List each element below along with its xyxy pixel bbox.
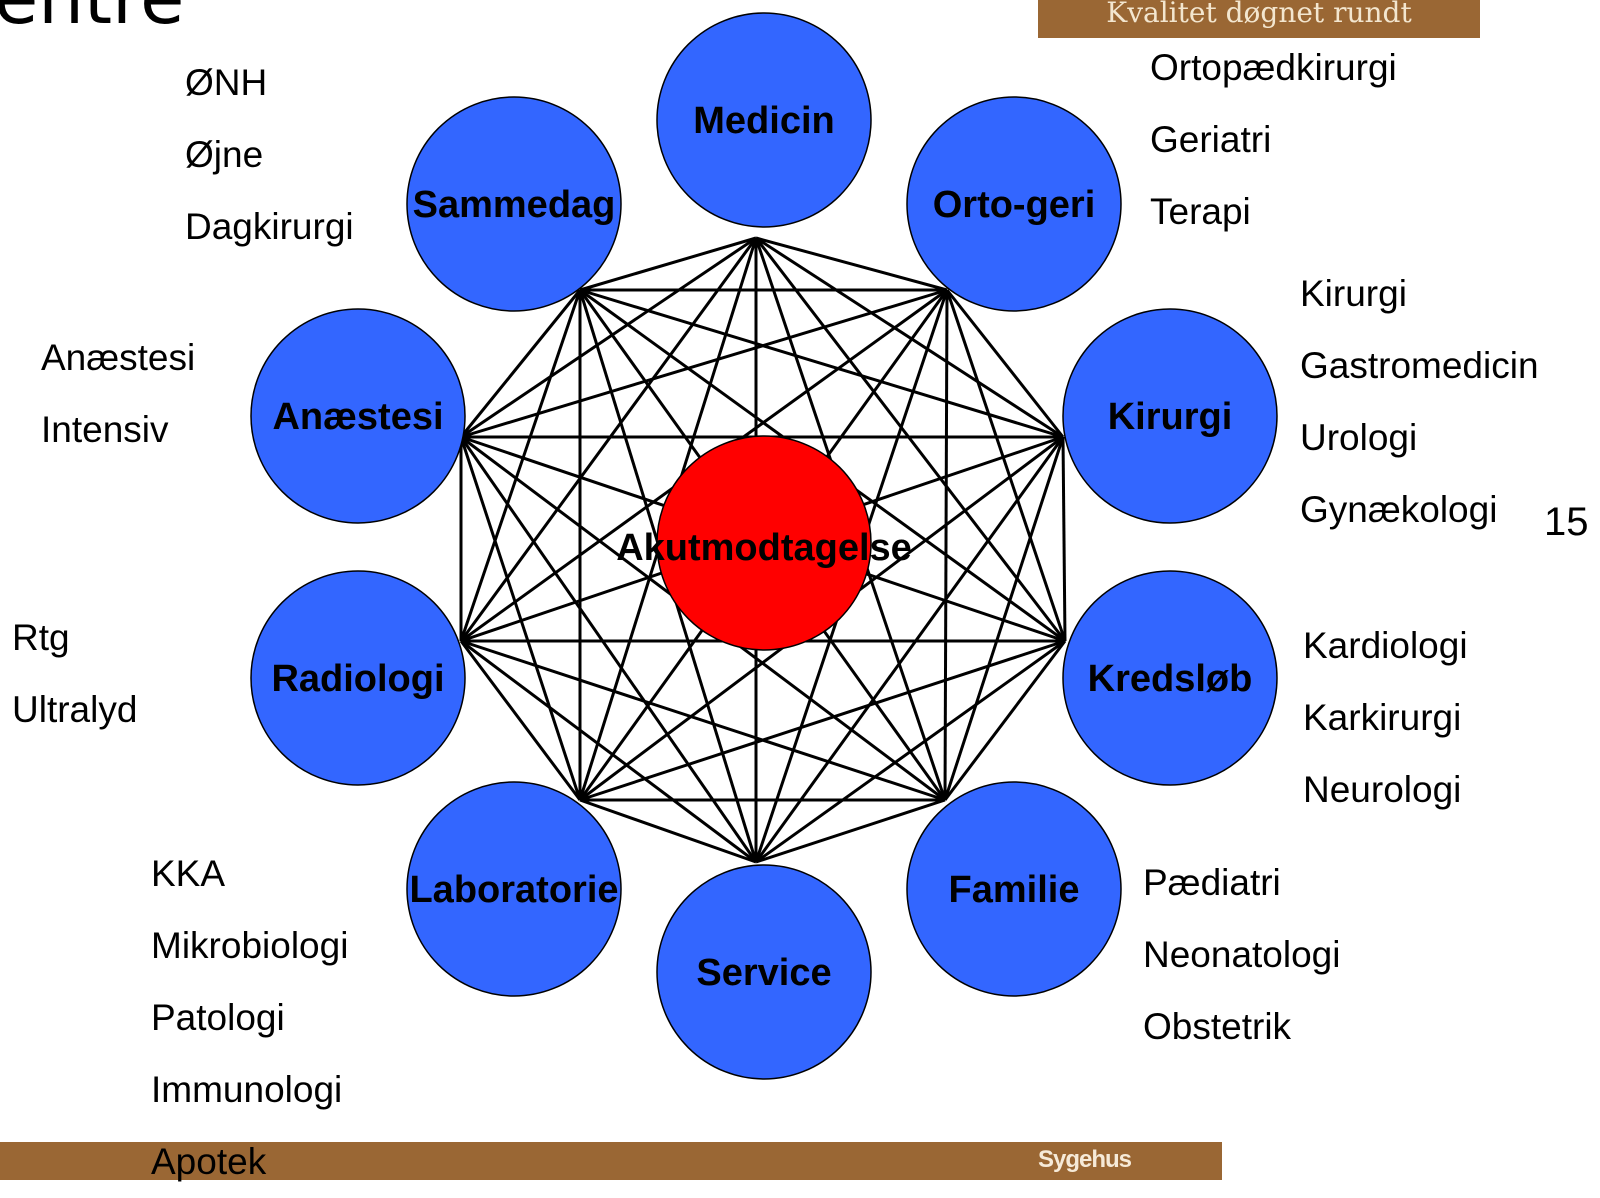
- subspecialty-item: Neonatologi: [1143, 934, 1341, 975]
- subspecialty-item: Immunologi: [151, 1069, 343, 1110]
- department-node-anaestesi: [250, 308, 466, 524]
- link-laboratorie-radiologi: [459, 640, 582, 801]
- link-medicin-radiologi: [459, 237, 758, 642]
- link-service-laboratorie: [579, 798, 757, 864]
- link-medicin-kredsloeb: [754, 237, 1067, 642]
- sublist-kirurgi: Kirurgi Gastromedicin Urologi Gynækologi: [1300, 258, 1539, 546]
- subspecialty-item: Dagkirurgi: [185, 206, 354, 247]
- department-label-familie: Familie: [949, 869, 1080, 911]
- subspecialty-item: Øjne: [185, 134, 264, 175]
- link-familie-service: [755, 798, 946, 864]
- department-label-medicin: Medicin: [693, 100, 834, 142]
- department-node-service: [656, 864, 872, 1080]
- sublist-sammedag: ØNH Øjne Dagkirurgi: [185, 47, 354, 263]
- sublist-anaestesi: Anæstesi Intensiv: [41, 322, 195, 466]
- link-medicin-kirurgi: [755, 236, 1064, 439]
- subspecialty-item: Gynækologi: [1300, 489, 1498, 530]
- subspecialty-item: Anæstesi: [41, 337, 196, 378]
- department-label-kirurgi: Kirurgi: [1108, 396, 1233, 438]
- link-medicin-anaestesi: [460, 236, 757, 439]
- subspecialty-item: Terapi: [1150, 191, 1251, 232]
- footer-logo: Sygehus: [1038, 1146, 1132, 1173]
- department-node-sammedag: [406, 96, 622, 312]
- subspecialty-item: Geriatri: [1150, 119, 1272, 160]
- subspecialty-item: Neurologi: [1303, 769, 1462, 810]
- footer-bar: [0, 1142, 1222, 1180]
- subspecialty-item: Kardiologi: [1303, 625, 1468, 666]
- department-node-radiologi: [250, 570, 466, 786]
- sublist-laboratorie: KKA Mikrobiologi Patologi Immunologi Apo…: [151, 838, 348, 1198]
- link-kirurgi-sammedag: [579, 288, 1064, 439]
- link-service-anaestesi: [459, 436, 758, 863]
- link-orto-geri-familie: [943, 289, 949, 801]
- link-familie-radiologi: [460, 639, 946, 802]
- subspecialty-item: Apotek: [151, 1141, 267, 1182]
- subspecialty-item: ØNH: [185, 62, 268, 103]
- sublist-kredsloeb: Kardiologi Karkirurgi Neurologi: [1303, 610, 1468, 826]
- sublist-orto-geri: Ortopædkirurgi Geriatri Terapi: [1150, 32, 1397, 248]
- tagline-banner: Kvalitet døgnet rundt: [1038, 0, 1480, 38]
- node-labels: Akutmodtagelse MedicinOrto-geriKirurgiKr…: [271, 100, 1252, 994]
- center-node-label: Akutmodtagelse: [616, 527, 912, 569]
- sublist-familie: Pædiatri Neonatologi Obstetrik: [1143, 847, 1340, 1063]
- department-node-medicin: [656, 12, 872, 228]
- slide-title: entre: [0, 0, 184, 34]
- subspecialty-item: Obstetrik: [1143, 1006, 1292, 1047]
- link-radiologi-sammedag: [459, 289, 582, 642]
- department-label-orto-geri: Orto-geri: [933, 184, 1096, 226]
- link-laboratorie-anaestesi: [459, 436, 582, 801]
- link-medicin-orto-geri: [755, 236, 948, 292]
- department-label-kredsloeb: Kredsløb: [1088, 658, 1253, 700]
- subspecialty-item: Ortopædkirurgi: [1150, 47, 1397, 88]
- subspecialty-item: Rtg: [12, 617, 70, 658]
- department-node-familie: [906, 781, 1122, 997]
- link-medicin-sammedag: [579, 236, 757, 292]
- link-kredsloeb-laboratorie: [579, 639, 1066, 802]
- link-orto-geri-kredsloeb: [945, 289, 1067, 642]
- department-label-laboratorie: Laboratorie: [409, 869, 618, 911]
- subspecialty-item: Ultralyd: [12, 689, 138, 730]
- link-service-radiologi: [460, 639, 757, 864]
- link-kirurgi-service: [754, 436, 1065, 863]
- link-orto-geri-kirurgi: [945, 289, 1065, 438]
- link-kirurgi-familie: [943, 436, 1065, 801]
- department-node-laboratorie: [406, 781, 622, 997]
- department-node-kredsloeb: [1062, 570, 1278, 786]
- link-orto-geri-anaestesi: [460, 288, 948, 439]
- page-number: 15: [1544, 500, 1589, 544]
- subspecialty-item: Mikrobiologi: [151, 925, 349, 966]
- department-label-radiologi: Radiologi: [271, 658, 444, 700]
- subspecialty-item: Pædiatri: [1143, 862, 1281, 903]
- link-kirurgi-kredsloeb: [1061, 436, 1067, 642]
- department-label-service: Service: [696, 952, 831, 994]
- subspecialty-item: Kirurgi: [1300, 273, 1407, 314]
- department-label-sammedag: Sammedag: [413, 184, 616, 226]
- link-kredsloeb-familie: [943, 640, 1067, 801]
- link-anaestesi-sammedag: [459, 289, 582, 438]
- subspecialty-item: Intensiv: [41, 409, 169, 450]
- center-node-akutmodtagelse: [656, 435, 872, 651]
- department-node-kirurgi: [1062, 308, 1278, 524]
- sublist-radiologi: Rtg Ultralyd: [12, 602, 137, 746]
- subspecialty-item: Urologi: [1300, 417, 1418, 458]
- department-node-orto-geri: [906, 96, 1122, 312]
- subspecialty-item: Karkirurgi: [1303, 697, 1462, 738]
- subspecialty-item: Gastromedicin: [1300, 345, 1539, 386]
- department-nodes: [250, 12, 1278, 1080]
- subspecialty-item: KKA: [151, 853, 226, 894]
- department-label-anaestesi: Anæstesi: [272, 396, 443, 438]
- subspecialty-item: Patologi: [151, 997, 285, 1038]
